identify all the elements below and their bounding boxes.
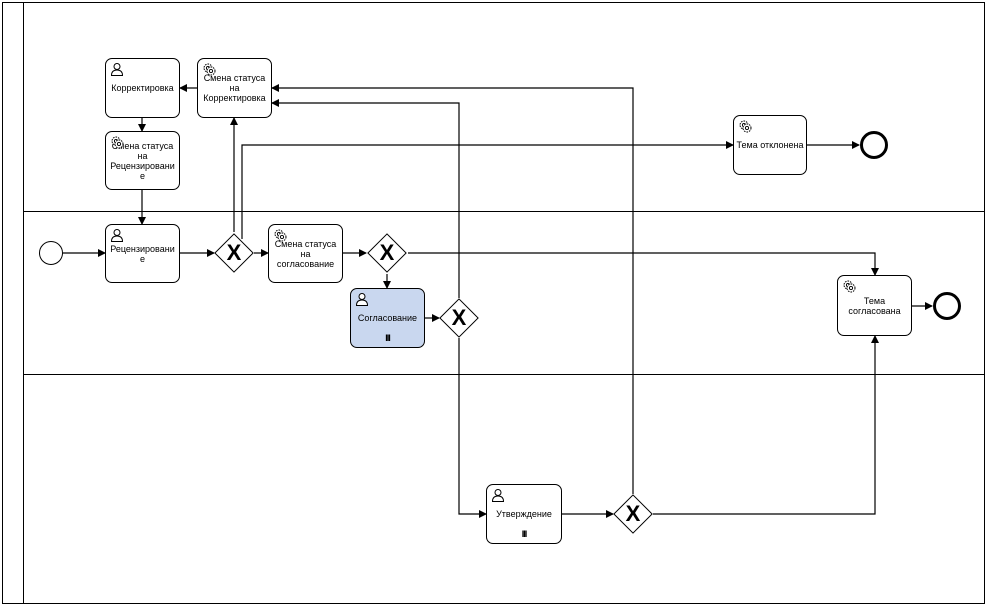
task-label: Тема отклонена	[736, 140, 804, 150]
gear-icon	[203, 63, 216, 76]
task-status-korrektirovka[interactable]: Смена статуса на Корректировка	[197, 58, 272, 118]
parallel-multi-instance-icon: III	[521, 529, 527, 539]
exclusive-gateway-3[interactable]: X	[439, 298, 479, 338]
end-event-soglasovana[interactable]	[933, 292, 961, 320]
x-icon: X	[625, 501, 641, 526]
task-soglasovanie[interactable]: Согласование III	[350, 288, 425, 348]
flow-gw1-to-tema-otklonena	[241, 141, 734, 239]
gear-icon	[111, 136, 124, 149]
task-label: Корректировка	[111, 83, 174, 93]
task-tema-otklonena[interactable]: Тема отклонена	[733, 115, 807, 175]
x-icon: X	[451, 305, 467, 330]
task-label: Смена статуса на согласование	[274, 238, 337, 269]
task-recenzirovanie[interactable]: Рецензировани е	[105, 224, 180, 283]
x-icon: X	[226, 240, 242, 265]
task-label: Смена статуса на Корректировка	[203, 73, 266, 103]
user-icon	[110, 229, 124, 242]
task-tema-soglasovana[interactable]: Тема согласована	[837, 275, 912, 336]
task-label: Утверждение	[496, 509, 552, 519]
task-status-recenzirovanie[interactable]: Смена статуса на Рецензировани е	[105, 131, 180, 190]
start-event[interactable]	[39, 241, 63, 265]
parallel-multi-instance-icon: III	[385, 333, 390, 343]
task-status-soglasovanie[interactable]: Смена статуса на согласование	[268, 224, 343, 283]
flow-gw4-to-status-korrektirovka	[271, 84, 634, 494]
gear-icon	[274, 229, 287, 242]
exclusive-gateway-2[interactable]: X	[367, 233, 407, 273]
exclusive-gateway-1[interactable]: X	[214, 233, 254, 273]
exclusive-gateway-4[interactable]: X	[613, 494, 653, 534]
user-icon	[491, 489, 505, 502]
task-korrektirovka[interactable]: Корректировка	[105, 58, 180, 118]
flow-gw2-to-tema-soglasovana	[408, 252, 879, 276]
task-utverzhdenie[interactable]: Утверждение III	[486, 484, 562, 544]
task-label: Рецензировани е	[110, 243, 175, 264]
task-label: Смена статуса на Рецензировани е	[110, 140, 175, 181]
user-icon	[110, 63, 124, 76]
flow-gw3-to-status-korrektirovka	[271, 99, 460, 298]
task-label: Согласование	[357, 313, 418, 323]
user-icon	[355, 293, 369, 306]
flow-gw4-to-tema-soglasovana	[653, 335, 879, 515]
gear-icon	[739, 120, 752, 133]
lane-divider-2	[24, 374, 985, 375]
gear-icon	[843, 280, 856, 293]
pool-label-strip	[2, 2, 24, 604]
task-label: Тема согласована	[848, 295, 901, 316]
lane-divider-1	[24, 211, 985, 212]
x-icon: X	[379, 240, 395, 265]
end-event-otklonena[interactable]	[860, 131, 888, 159]
flow-gw3-to-utverzhdenie	[458, 338, 487, 518]
